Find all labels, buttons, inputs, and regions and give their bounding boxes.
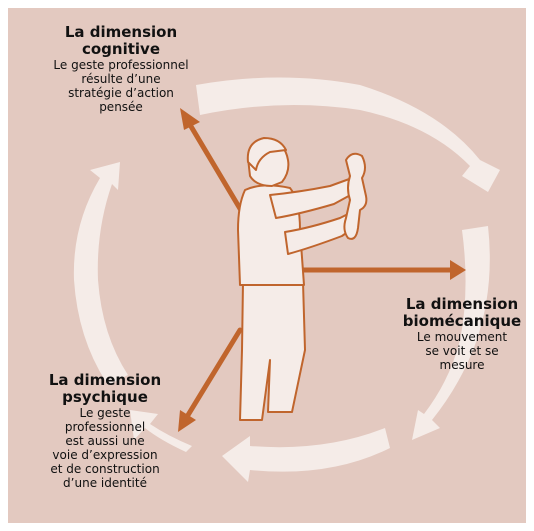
figure-object (343, 152, 368, 240)
axis-arrow-psychique (182, 327, 243, 423)
dimension-psychique-desc-6: d’une identité (63, 476, 147, 490)
cycle-arrow-left (73, 162, 128, 385)
dimension-biomecanique-title-1: La dimension (405, 295, 519, 313)
axis-arrowhead-biomecanique (450, 260, 466, 280)
dimension-cognitive-desc-3: stratégie d’action (68, 86, 174, 100)
label-dimension-psychique: La dimension psychique Le geste professi… (30, 371, 180, 491)
dimension-psychique-desc-4: voie d’expression (52, 448, 158, 462)
person-handling-object-icon (237, 137, 368, 421)
dimension-psychique-desc-2: professionnel (64, 420, 146, 434)
axis-arrowhead-psychique (178, 410, 196, 432)
cycle-arrow-bottom (222, 428, 390, 482)
dimension-psychique-title-2: psychique (62, 388, 148, 406)
dimension-biomecanique-desc-1: Le mouvement (416, 330, 508, 344)
dimension-cognitive-desc-2: résulte d’une (81, 72, 161, 86)
dimension-cognitive-desc-1: Le geste professionnel (53, 58, 189, 72)
label-dimension-biomecanique: La dimension biomécanique Le mouvement s… (392, 295, 532, 373)
dimension-cognitive-desc-4: pensée (99, 100, 143, 114)
dimension-psychique-desc-1: Le geste (79, 406, 131, 420)
dimension-biomecanique-desc-2: se voit et se (425, 344, 499, 358)
dimension-psychique-desc-5: et de construction (50, 462, 160, 476)
dimension-biomecanique-desc-3: mesure (439, 358, 485, 372)
axis-arrows (178, 108, 466, 432)
label-dimension-cognitive: La dimension cognitive Le geste professi… (26, 23, 216, 115)
cycle-arrow-top-right (196, 77, 500, 192)
dimension-psychique-desc-3: est aussi une (65, 434, 145, 448)
axis-arrow-cognitive (183, 115, 245, 215)
figure-arm-upper (269, 177, 357, 219)
figure-legs (239, 281, 306, 421)
dimension-cognitive-title-2: cognitive (81, 40, 161, 58)
figure-hair (246, 137, 287, 171)
dimension-cognitive-title-1: La dimension (64, 23, 178, 41)
axis-arrowhead-cognitive (180, 108, 200, 130)
dimension-psychique-title-1: La dimension (48, 371, 162, 389)
cycle-arrow-bottom-left (130, 410, 192, 452)
dimension-biomecanique-title-2: biomécanique (402, 312, 522, 330)
cycle-arrows (73, 77, 500, 482)
cycle-arrow-right (412, 226, 490, 440)
